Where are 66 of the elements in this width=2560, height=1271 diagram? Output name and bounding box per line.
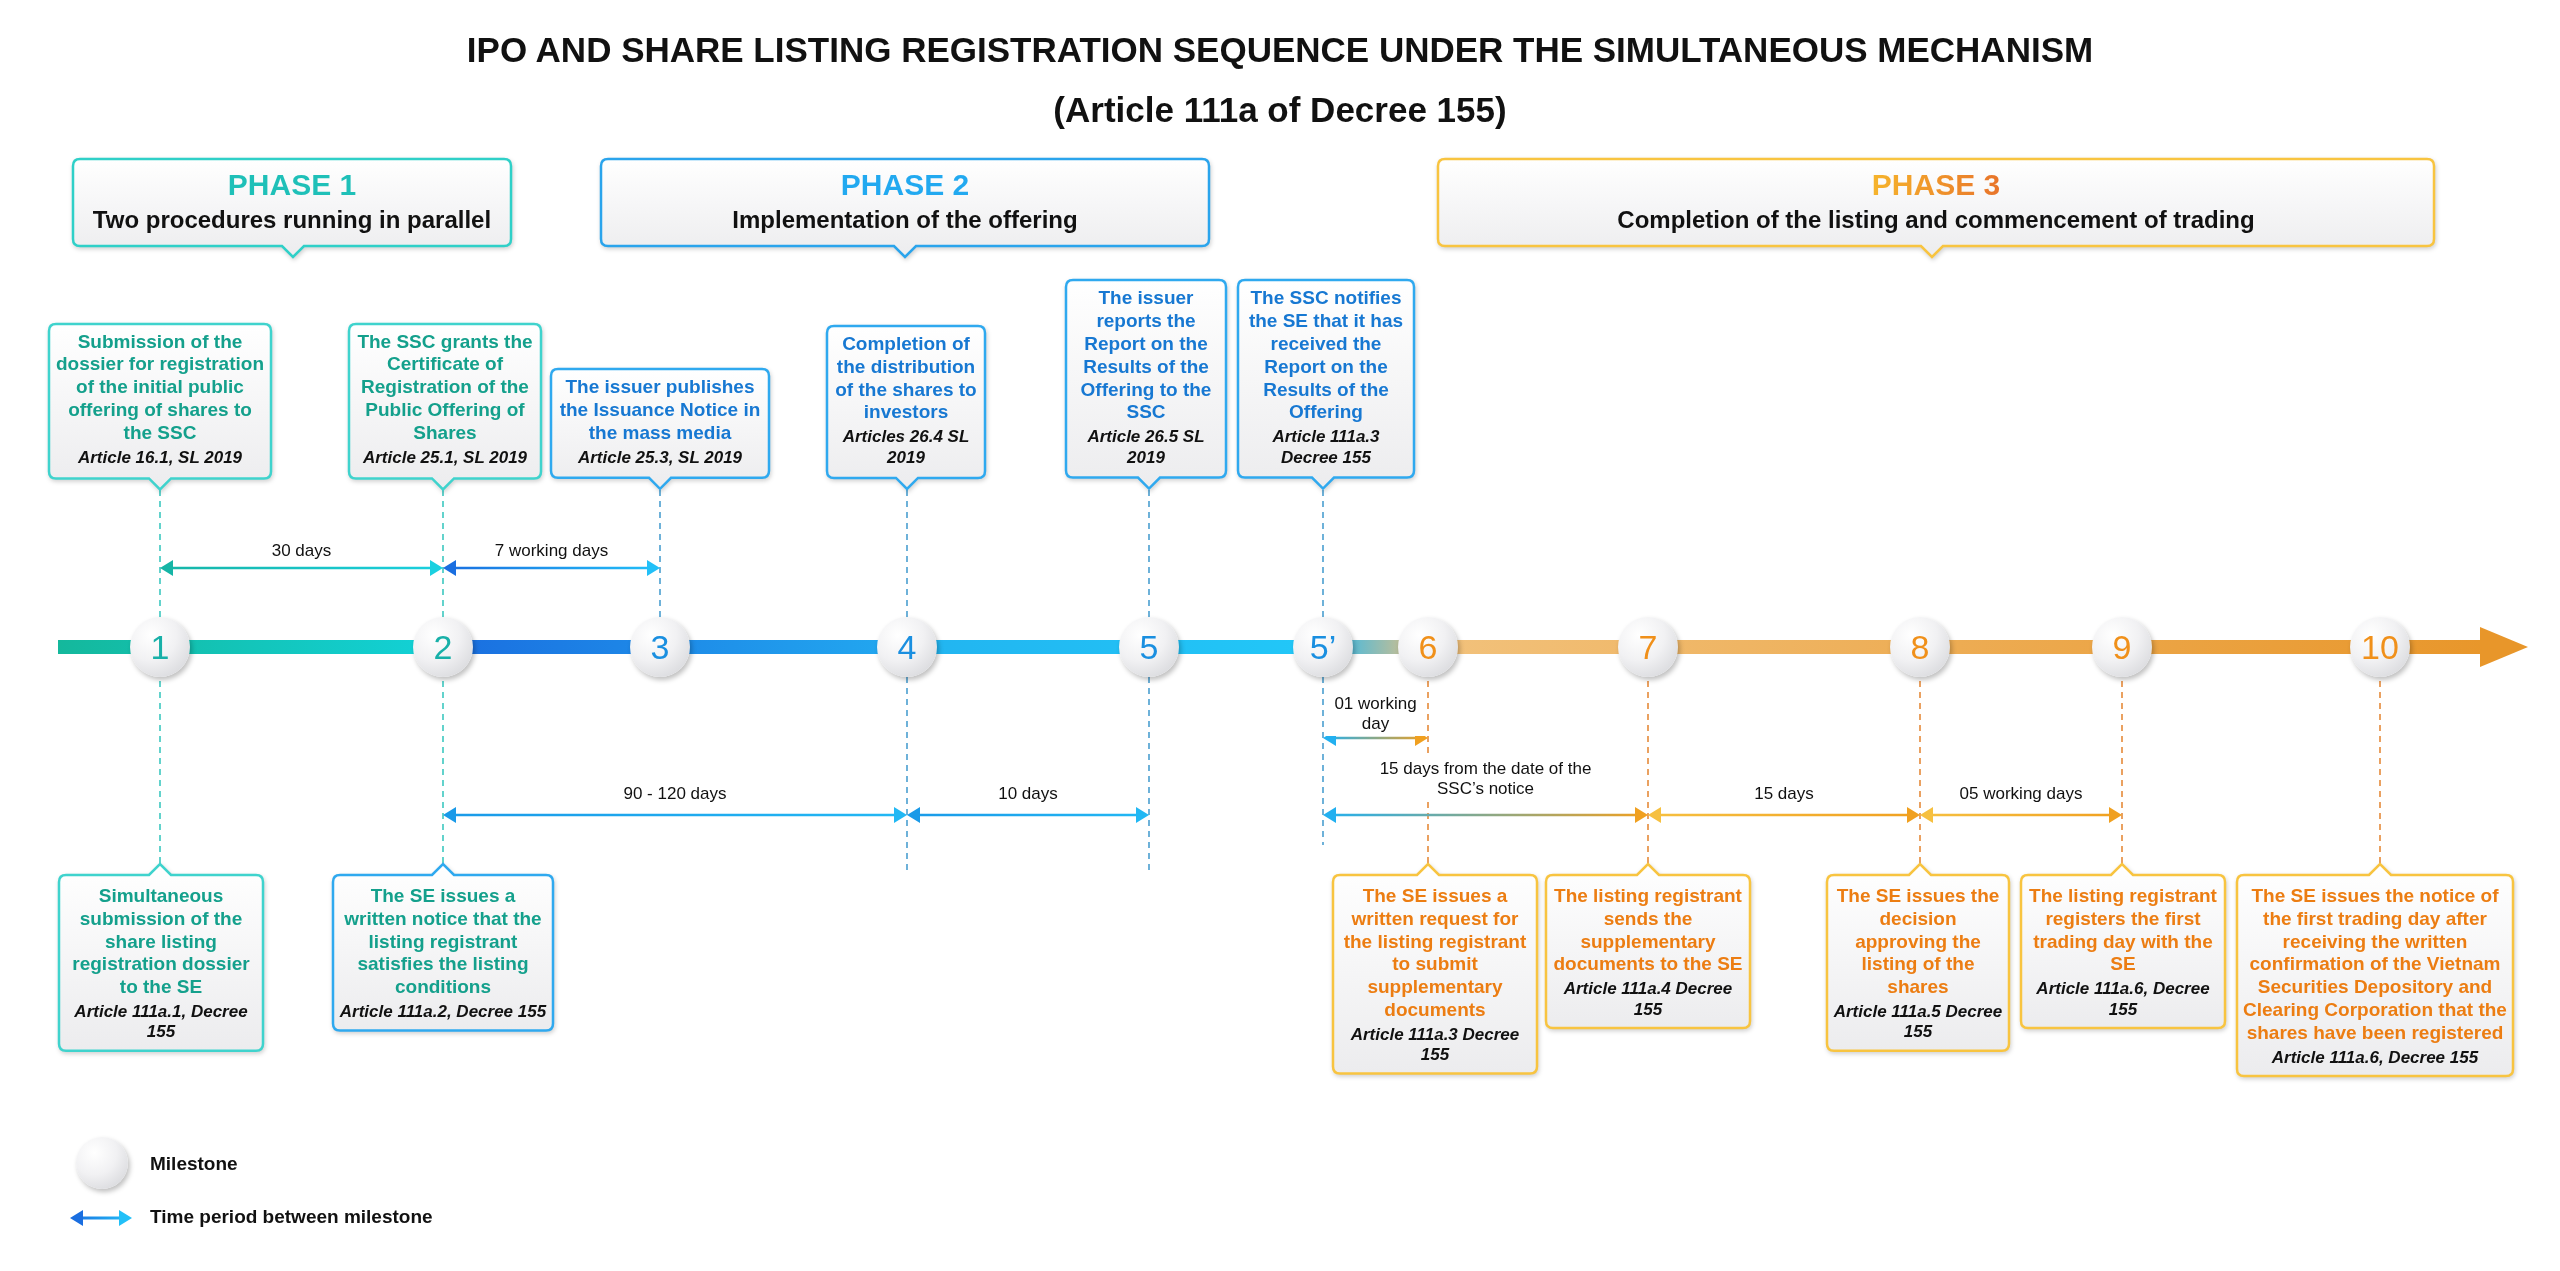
- milestone-description: The SE issues the notice of the first trading day after receiving the written confirmation of the Vietnam Securities Depository and Clearing Corporation that the shares have been registered: [2243, 885, 2507, 1045]
- phase-description: Two procedures running in parallel: [91, 206, 493, 234]
- legal-reference: Article 111a.6, Decree 155: [2270, 1047, 2480, 1068]
- phase-banner: [1437, 158, 2435, 258]
- callout-box: [550, 368, 770, 490]
- milestone-description: The SE issues the decision approving the listing of the shares: [1835, 885, 2001, 999]
- milestone-marker: 5: [1119, 617, 1179, 677]
- milestone-description: Simultaneous submission of the share listing registration dossier to the SE: [71, 885, 251, 999]
- callout-box: [1545, 863, 1751, 1029]
- leader-line: [1148, 489, 1150, 618]
- leader-line: [159, 489, 161, 618]
- phase-description: Implementation of the offering: [731, 206, 1079, 234]
- legal-reference: Article 111a.2, Decree 155: [339, 1002, 547, 1023]
- legal-reference: Article 111a.1, Decree 155: [73, 1002, 249, 1043]
- milestone-marker: 4: [877, 617, 937, 677]
- phase-description: Completion of the listing and commencement of trading: [1616, 206, 2256, 234]
- milestone-description: The SSC grants the Certificate of Registration of the Public Offering of Shares: [356, 330, 534, 445]
- phase-banner: [600, 158, 1210, 258]
- callout-box: [2020, 863, 2226, 1029]
- legal-reference: Article 111a.3 Decree 155: [1349, 1024, 1521, 1066]
- diagram-title: IPO AND SHARE LISTING REGISTRATION SEQUENCE UNDER THE SIMULTANEOUS MECHANISM: [465, 30, 2095, 70]
- milestone-marker: 6: [1398, 617, 1458, 677]
- callout-box: [2236, 863, 2514, 1077]
- milestone-marker: 1: [130, 617, 190, 677]
- callout-box: [48, 322, 272, 490]
- milestone-marker: 5’: [1293, 617, 1353, 677]
- leader-line: [1322, 489, 1324, 618]
- leader-line: [906, 489, 908, 618]
- milestone-description: The issuer reports the Report on the Results of the Offering to the SSC: [1079, 287, 1213, 425]
- milestone-description: The SE issues a written notice that the listing registrant satisfies the listing conditions: [343, 885, 543, 999]
- legal-reference: Articles 26.4 SL 2019: [841, 427, 971, 468]
- callout-box: [332, 863, 554, 1032]
- milestone-marker: 7: [1618, 617, 1678, 677]
- legal-reference: Article 111a.4 Decree 155: [1562, 979, 1734, 1020]
- legal-reference: Article 25.1, SL 2019: [361, 447, 529, 468]
- milestone-description: The listing registrant sends the supplementary documents to the SE: [1552, 885, 1744, 977]
- milestone-marker: 10: [2350, 617, 2410, 677]
- legal-reference: Article 111a.3 Decree 155: [1271, 427, 1381, 468]
- leader-line: [659, 489, 661, 618]
- milestone-marker: 3: [630, 617, 690, 677]
- callout-box: [348, 322, 542, 490]
- milestone-description: Completion of the distribution of the shares to investors: [834, 333, 978, 425]
- legend-label: Time period between milestone: [150, 1206, 433, 1228]
- callout-box: [1332, 863, 1538, 1075]
- diagram-subtitle: (Article 111a of Decree 155): [1052, 90, 1508, 130]
- phase-banner: [72, 158, 512, 258]
- milestone-description: The SSC notifies the SE that it has received the Report on the Results of the Offering: [1247, 287, 1405, 425]
- legend-label: Milestone: [150, 1153, 238, 1175]
- milestone-marker: 2: [413, 617, 473, 677]
- callout-box: [826, 325, 986, 490]
- callout-box: [1065, 279, 1227, 490]
- milestone-description: The listing registrant registers the first trading day with the SE: [2028, 885, 2218, 977]
- legal-reference: Article 111a.6, Decree 155: [2035, 979, 2211, 1020]
- callout-box: [1826, 863, 2010, 1052]
- milestone-marker: 9: [2092, 617, 2152, 677]
- milestone-description: The issuer publishes the Issuance Notice in the mass media: [558, 376, 762, 445]
- legal-reference: Article 111a.5 Decree 155: [1833, 1002, 2003, 1043]
- callout-box: [58, 863, 264, 1052]
- leader-line: [442, 489, 444, 618]
- milestone-description: The SE issues a written request for the listing registrant to submit supplementary documents: [1342, 885, 1528, 1022]
- callout-box: [1237, 279, 1415, 490]
- milestone-marker: 8: [1890, 617, 1950, 677]
- milestone-description: Submission of the dossier for registration of the initial public offering of shares to the SSC: [55, 330, 265, 445]
- legal-reference: Article 16.1, SL 2019: [76, 447, 244, 468]
- legal-reference: Article 26.5 SL 2019: [1086, 427, 1206, 468]
- legal-reference: Article 25.3, SL 2019: [576, 447, 744, 468]
